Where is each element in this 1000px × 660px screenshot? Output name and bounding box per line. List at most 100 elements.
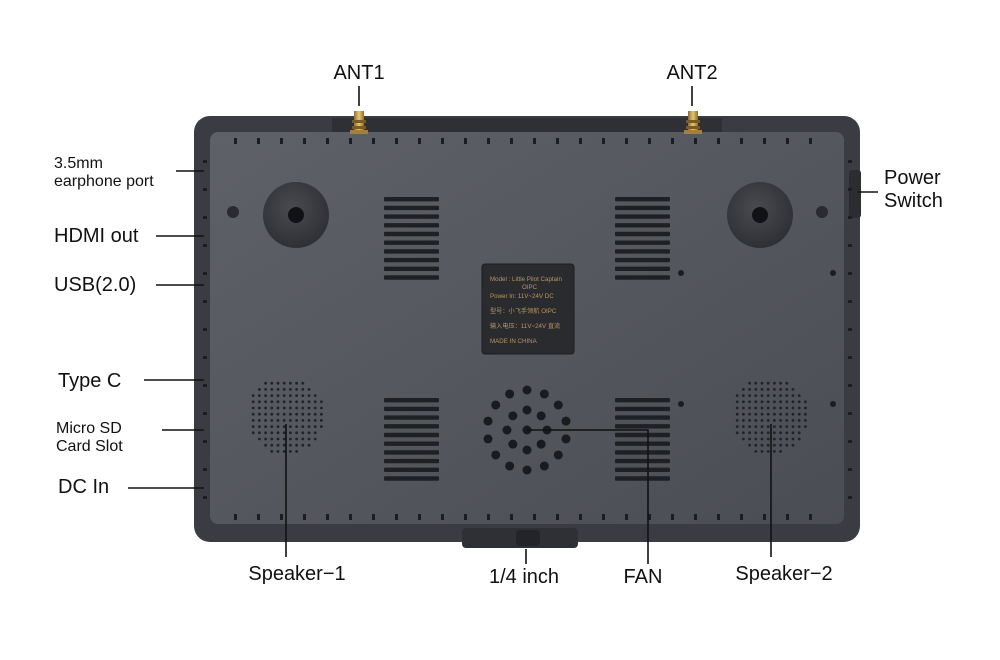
speaker-hole [754, 450, 758, 453]
speaker-hole [264, 419, 267, 422]
edge-notch [303, 138, 306, 144]
speaker-hole [289, 381, 292, 385]
label-microsd-line2: Card Slot [56, 438, 123, 456]
speaker-hole [791, 437, 795, 441]
speaker-hole [282, 412, 286, 416]
label-microsd-line1: Micro SD [56, 420, 122, 437]
speaker-hole [295, 394, 298, 397]
speaker-hole [282, 400, 286, 404]
speaker-hole [735, 412, 739, 416]
speaker-hole [766, 388, 770, 391]
speaker-hole [735, 431, 739, 435]
nameplate-cn-model: 型号：小飞手领航 OIPC [490, 307, 557, 315]
edge-notch [671, 514, 674, 520]
speaker-hole [282, 419, 286, 422]
speaker-hole [779, 381, 782, 385]
vent-slat [384, 450, 439, 455]
speaker-hole [742, 431, 745, 435]
speaker-hole [791, 406, 795, 410]
speaker-hole [773, 425, 776, 428]
speaker-hole [282, 437, 286, 441]
edge-notch [280, 514, 283, 520]
label-ant2: ANT2 [666, 62, 718, 84]
speaker-hole [276, 450, 280, 453]
edge-notch [510, 514, 513, 520]
speaker-hole [804, 406, 807, 410]
speaker-hole [785, 419, 789, 422]
top-ridge [332, 118, 722, 132]
fan-hole [491, 400, 501, 410]
edge-notch [848, 356, 852, 359]
speaker-hole [766, 437, 770, 441]
speaker-hole [785, 443, 789, 447]
fan-hole [536, 411, 546, 421]
speaker-hole [773, 406, 776, 410]
speaker-hole [766, 412, 770, 416]
speaker-hole [289, 400, 292, 404]
speaker-hole [301, 388, 305, 391]
speaker-hole [282, 431, 286, 435]
edge-notch [203, 328, 207, 331]
edge-notch [203, 412, 207, 415]
speaker-hole [748, 425, 751, 428]
speaker-hole [735, 394, 739, 397]
edge-notch [349, 138, 352, 144]
speaker-hole [791, 419, 795, 422]
speaker-hole [785, 400, 789, 404]
speaker-hole [773, 437, 776, 441]
vent-slat [384, 432, 439, 438]
speaker-hole [258, 406, 261, 410]
edge-notch [786, 514, 789, 520]
speaker-hole [301, 437, 305, 441]
speaker-hole [742, 437, 745, 441]
vent-slat [615, 467, 670, 472]
speaker-hole [742, 394, 745, 397]
power-switch-nub[interactable] [849, 170, 861, 218]
speaker-hole [773, 388, 776, 391]
speaker-hole [295, 406, 298, 410]
fan-hole [483, 416, 493, 426]
edge-notch [740, 514, 743, 520]
speaker-hole [301, 400, 305, 404]
speaker-hole [748, 437, 751, 441]
edge-notch [203, 188, 207, 191]
edge-notch [740, 138, 743, 144]
speaker-hole [270, 412, 274, 416]
speaker-hole [760, 443, 764, 447]
speaker-hole [760, 419, 764, 422]
label-ant1: ANT1 [333, 62, 385, 84]
speaker-hole [779, 419, 782, 422]
edge-notch [848, 468, 852, 471]
speaker-hole [760, 437, 764, 441]
speaker-hole [307, 406, 311, 410]
label-power-line2: Switch [884, 190, 943, 212]
speaker-hole [295, 388, 298, 391]
vent-slat [615, 398, 670, 403]
edge-notch [671, 138, 674, 144]
speaker-hole [282, 443, 286, 447]
speaker-hole [797, 431, 801, 435]
speaker-hole [295, 419, 298, 422]
edge-notch [395, 514, 398, 520]
edge-notch [418, 138, 421, 144]
vent-slat [615, 275, 670, 280]
speaker-hole [748, 412, 751, 416]
speaker-hole [766, 443, 770, 447]
label-micro-sd: Micro SD Card Slot [56, 420, 123, 457]
fan-hole [502, 425, 512, 435]
speaker-hole [307, 388, 311, 391]
label-speaker-1: Speaker−1 [248, 563, 346, 585]
speaker-hole [779, 388, 782, 391]
speaker-hole [301, 412, 305, 416]
speaker-hole [785, 425, 789, 428]
speaker-hole [282, 406, 286, 410]
speaker-hole [791, 431, 795, 435]
speaker-hole [282, 450, 286, 453]
speaker-hole [307, 400, 311, 404]
edge-notch [203, 272, 207, 275]
edge-notch [848, 440, 852, 443]
vent-slat [615, 231, 670, 237]
fan-hole [553, 450, 563, 460]
speaker-hole [264, 431, 267, 435]
label-quarter-inch: 1/4 inch [488, 566, 560, 588]
